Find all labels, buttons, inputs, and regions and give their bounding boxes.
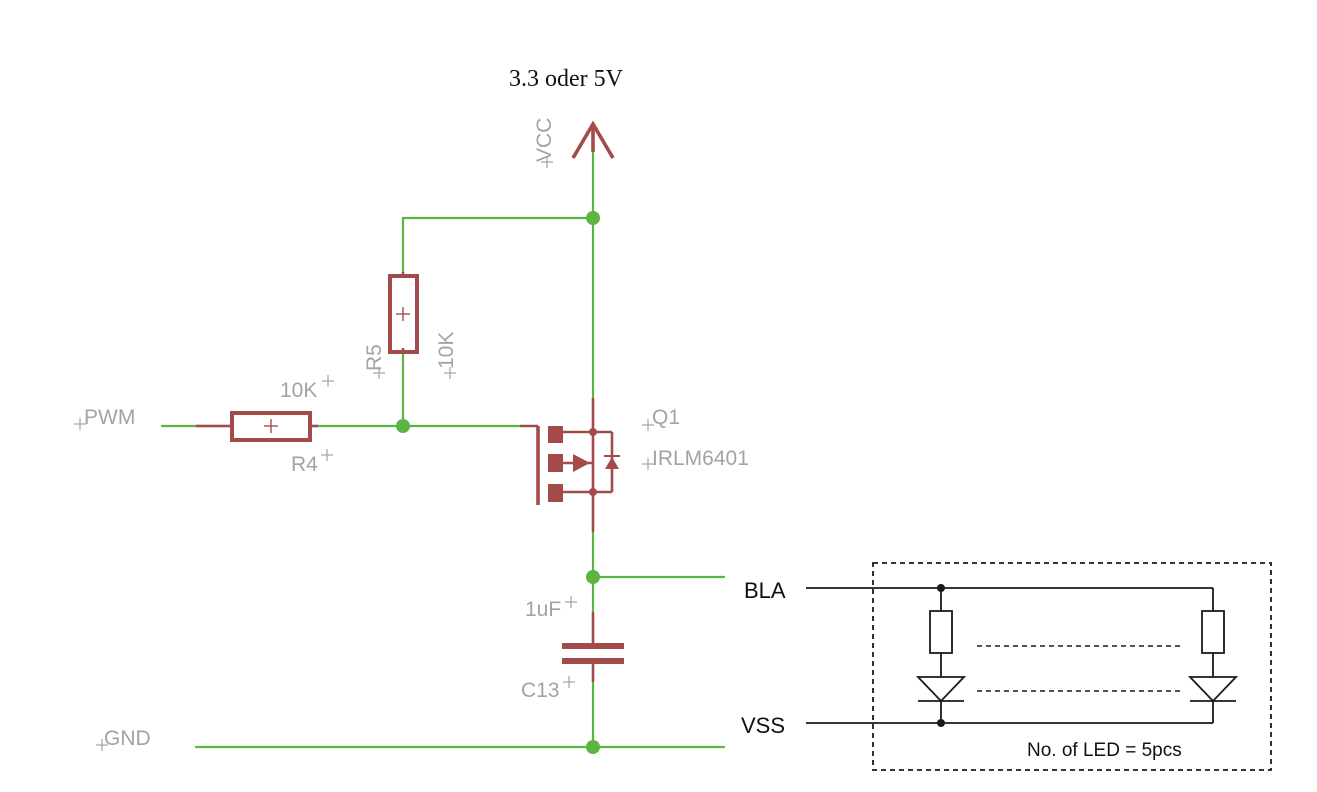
r4-name: R4	[291, 453, 318, 476]
wires	[160, 122, 726, 749]
c13-value: 1uF	[525, 598, 561, 621]
junction-gnd	[586, 740, 600, 754]
gnd-net: GND	[96, 727, 151, 751]
junction-gate	[396, 419, 410, 433]
q1-part: IRLM6401	[652, 447, 749, 470]
module-outline	[872, 562, 1272, 771]
gnd-label: GND	[104, 727, 151, 750]
r5-name: R5	[363, 344, 386, 371]
vcc-symbol: VCC	[533, 118, 615, 168]
vss-label: VSS	[741, 713, 785, 738]
bla-label: BLA	[744, 578, 786, 603]
pwm-label: PWM	[84, 406, 135, 429]
pwm-net: PWM	[74, 406, 135, 430]
r5-value: 10K	[435, 332, 458, 369]
junction-vcc	[586, 211, 600, 225]
junction-drain	[586, 570, 600, 584]
led-backlight-module: BLA VSS No. of LED = 5pcs	[741, 562, 1272, 771]
resistor-r4: 10K R4	[196, 375, 334, 476]
capacitor-c13: 1uF C13	[521, 596, 624, 702]
junction-dots	[396, 211, 600, 754]
led-string-left	[915, 588, 967, 723]
led-string-right	[1187, 588, 1239, 723]
led-count-note: No. of LED = 5pcs	[1027, 740, 1182, 761]
q1-name: Q1	[652, 406, 680, 429]
r4-value: 10K	[280, 379, 317, 402]
resistor-r5: R5 10K	[363, 272, 458, 379]
c13-name: C13	[521, 679, 560, 702]
supply-voltage-note: 3.3 oder 5V	[509, 66, 624, 92]
vcc-label: VCC	[533, 118, 556, 162]
mosfet-q1: Q1 IRLM6401	[520, 398, 749, 532]
